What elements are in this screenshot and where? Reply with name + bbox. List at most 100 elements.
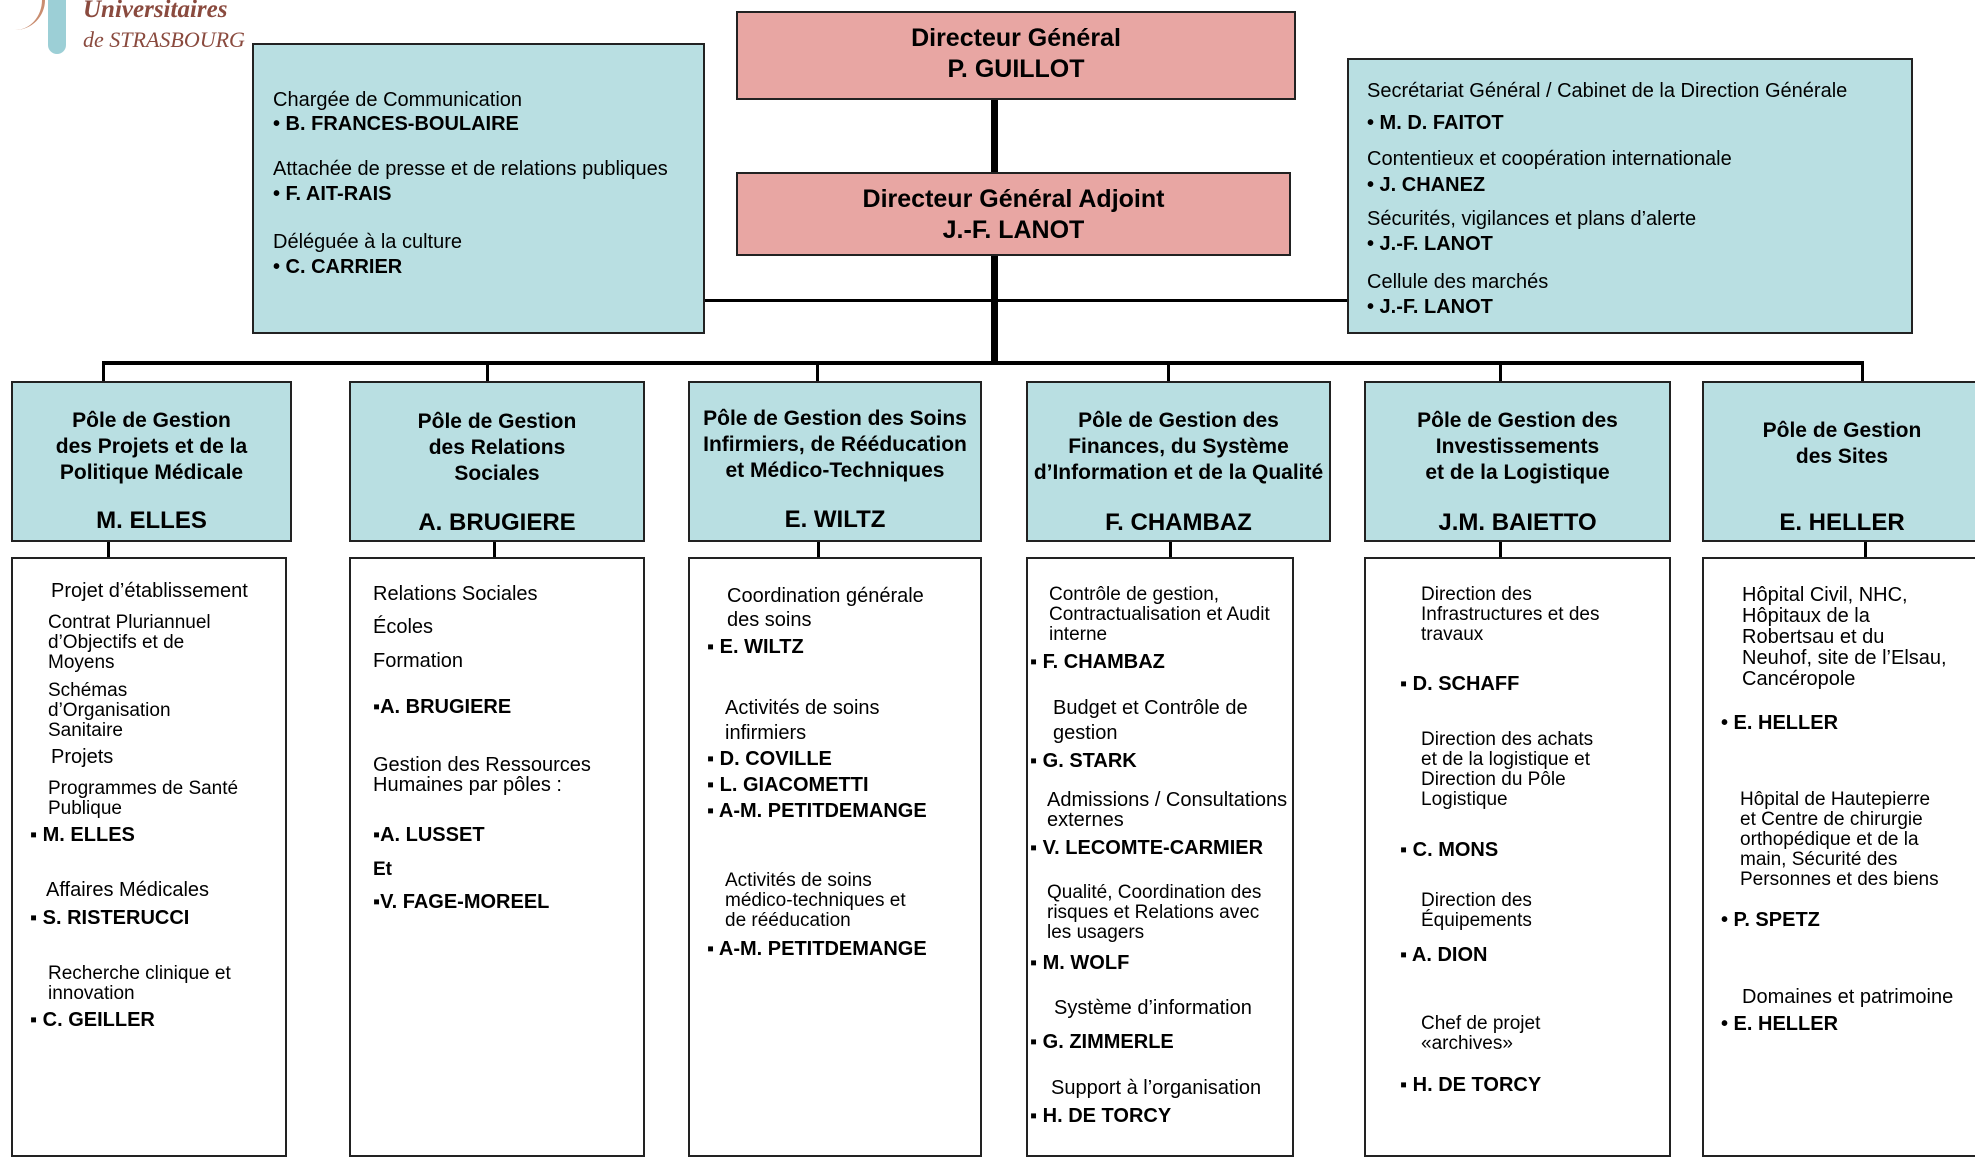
pole-6-name-3: • E. HELLER [1721,1013,1839,1035]
right-staff-role-4: Cellule des marchés [1367,271,1549,293]
left-staff-role-3: Déléguée à la culture [273,231,463,253]
pole-6-body [1702,557,1975,1157]
left-staff-role-1: Chargée de Communication [273,89,523,111]
pole-2-entry-3: Formation [373,650,464,672]
pole-2-name-4: ▪V. FAGE-MOREEL [373,891,550,913]
pole-4-name-4: ▪ M. WOLF [1030,952,1130,974]
connector-pole-2 [486,361,489,383]
pole-4-entry-1: Contrôle de gestion, Contractualisation … [1049,584,1270,645]
pole-3-header: Pôle de Gestion des Soins Infirmiers, de… [688,381,982,542]
pole-5-head: J.M. BAIETTO [1438,509,1597,536]
logo-line-1: Universitaires [83,0,228,23]
pole-1-name-1: ▪ M. ELLES [30,824,135,846]
pole-4-entry-5: Système d’information [1054,997,1252,1019]
pole-1-entry-3: Schémas d’Organisation Sanitaire [48,680,171,741]
left-staff-name-3: • C. CARRIER [273,256,403,278]
pole-6-name-2: • P. SPETZ [1721,909,1820,931]
pole-4-title: Pôle de Gestion des Finances, du Système… [1033,409,1324,484]
pole-6-name-1: • E. HELLER [1721,712,1839,734]
left-staff-box [252,43,705,334]
logo-emblem-arc [4,0,45,30]
pole-4-entry-6: Support à l’organisation [1051,1077,1262,1099]
pole-1-entry-7: Recherche clinique et innovation [48,963,231,1004]
right-staff-name-4: • J.-F. LANOT [1367,296,1493,318]
pole-4-name-5: ▪ G. ZIMMERLE [1030,1031,1174,1053]
pole-2-name-3: Et [373,859,392,880]
pole-3-name-4: ▪ A-M. PETITDEMANGE [707,800,927,822]
pole-1-entry-5: Programmes de Santé Publique [48,778,239,819]
connector-poles-bar [102,361,1864,365]
left-staff-name-2: • F. AIT-RAIS [273,183,392,205]
director-name: P. GUILLOT [947,55,1085,83]
connector-director-down [991,98,998,172]
pole-2-name-1: ▪A. BRUGIERE [373,696,512,718]
pole-1-title: Pôle de Gestion des Projets et de la Pol… [55,409,248,484]
connector-staff-bar [703,299,1350,302]
pole-5-name-4: ▪ H. DE TORCY [1400,1074,1542,1096]
pole-3-body [688,557,982,1157]
pole-3-name-5: ▪ A-M. PETITDEMANGE [707,938,927,960]
pole-6-title: Pôle de Gestion des Sites [1762,419,1922,468]
pole-4-body [1026,557,1294,1157]
right-staff-role-3: Sécurités, vigilances et plans d’alerte [1367,208,1697,230]
pole-5-link [1499,542,1502,558]
pole-3-entry-2: Activités de soins infirmiers [725,697,880,744]
pole-4-name-1: ▪ F. CHAMBAZ [1030,651,1165,673]
right-staff-box [1347,58,1913,334]
deputy-title: Directeur Général Adjoint [862,185,1165,213]
pole-2-header: Pôle de Gestion des Relations Sociales A… [349,381,645,542]
logo: Universitaires de STRASBOURG [0,0,260,58]
pole-5-entry-2: Direction des achats et de la logistique… [1421,729,1594,810]
deputy-name: J.-F. LANOT [942,216,1085,244]
director-title: Directeur Général [911,24,1121,52]
connector-pole-5 [1499,361,1502,383]
left-staff-role-2: Attachée de presse et de relations publi… [273,158,668,180]
pole-5-name-3: ▪ A. DION [1400,944,1488,966]
deputy-box: Directeur Général Adjoint J.-F. LANOT [736,172,1291,256]
pole-2-title: Pôle de Gestion des Relations Sociales [417,410,577,485]
pole-1-name-2: ▪ S. RISTERUCCI [30,907,190,929]
pole-5-header: Pôle de Gestion des Investissements et d… [1364,381,1671,542]
pole-5-body [1364,557,1671,1157]
pole-1-name-3: ▪ C. GEILLER [30,1009,155,1031]
pole-5-title: Pôle de Gestion des Investissements et d… [1417,409,1618,484]
pole-1-header: Pôle de Gestion des Projets et de la Pol… [11,381,292,542]
logo-line-2: de STRASBOURG [83,27,245,52]
pole-2-name-2: ▪A. LUSSET [373,824,485,846]
pole-3-title: Pôle de Gestion des Soins Infirmiers, de… [703,407,967,482]
left-staff-name-1: • B. FRANCES-BOULAIRE [273,113,519,135]
pole-4-name-3: ▪ V. LECOMTE-CARMIER [1030,837,1264,859]
pole-2-entry-1: Relations Sociales [373,583,538,605]
pole-4-entry-3: Admissions / Consultations externes [1047,789,1288,831]
right-staff-name-3: • J.-F. LANOT [1367,233,1493,255]
pole-2-entry-4: Gestion des Ressources Humaines par pôle… [373,754,591,796]
pole-5-name-1: ▪ D. SCHAFF [1400,673,1520,695]
pole-6-header: Pôle de Gestion des Sites E. HELLER [1702,381,1975,542]
pole-3-head: E. WILTZ [784,506,886,533]
pole-3-link [817,542,820,558]
pole-5-entry-3: Direction des Équipements [1421,890,1532,931]
connector-deputy-down [991,254,998,364]
pole-4-header: Pôle de Gestion des Finances, du Système… [1026,381,1331,542]
pole-4-link [1169,542,1172,558]
logo-emblem [48,0,66,54]
pole-1-link [107,542,110,558]
right-staff-name-1: • M. D. FAITOT [1367,112,1504,134]
connector-pole-3 [816,361,819,383]
pole-5-entry-4: Chef de projet «archives» [1421,1013,1541,1054]
pole-3-name-3: ▪ L. GIACOMETTI [707,774,869,796]
pole-5-name-2: ▪ C. MONS [1400,839,1499,861]
pole-6-entry-3: Domaines et patrimoine [1742,986,1954,1008]
pole-3-entry-1: Coordination générale des soins [727,585,924,631]
pole-3-name-2: ▪ D. COVILLE [707,748,832,770]
director-box: Directeur Général P. GUILLOT [736,11,1296,100]
pole-2-link [493,542,496,558]
connector-pole-6 [1861,361,1864,383]
connector-pole-1 [102,361,105,383]
pole-6-entry-1: Hôpital Civil, NHC, Hôpitaux de la Rober… [1742,584,1947,690]
pole-4-head: F. CHAMBAZ [1105,509,1252,536]
pole-6-entry-2: Hôpital de Hautepierre et Centre de chir… [1740,789,1939,890]
pole-4-name-2: ▪ G. STARK [1030,750,1137,772]
right-staff-role-1: Secrétariat Général / Cabinet de la Dire… [1367,80,1848,102]
pole-4-entry-4: Qualité, Coordination des risques et Rel… [1047,882,1262,943]
